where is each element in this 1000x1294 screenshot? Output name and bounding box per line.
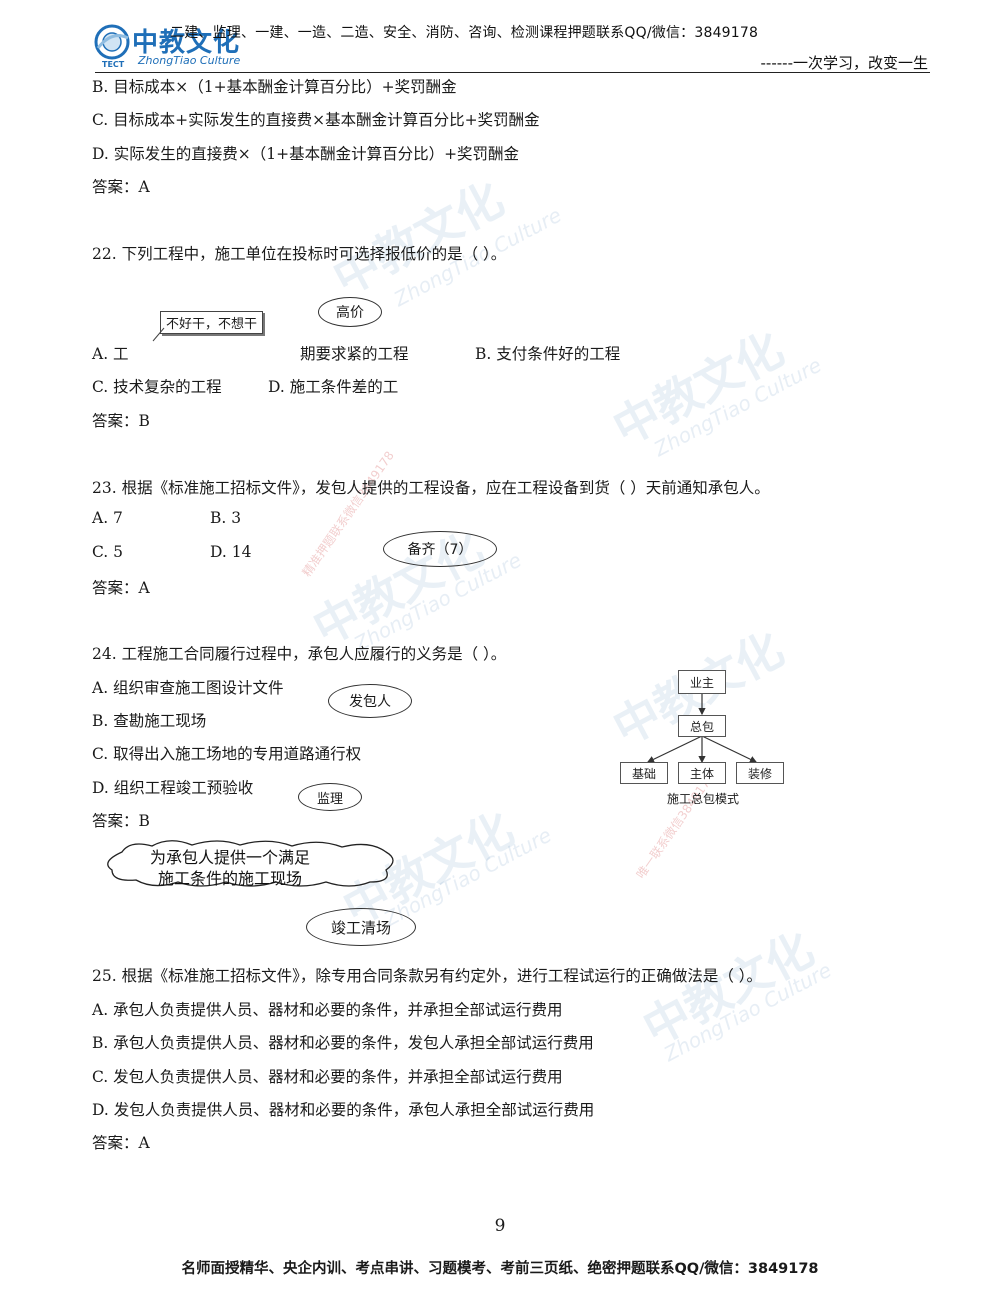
cloud-callout-icon <box>107 840 394 887</box>
header-divider <box>95 72 930 73</box>
watermark-brand: 中教文化 <box>324 171 513 306</box>
q24-option-b: B. 查勘施工现场 <box>92 712 207 730</box>
q25-stem: 25. 根据《标准施工招标文件》，除专用合同条款另有约定外，进行工程试运行的正确… <box>92 967 763 985</box>
q24-note-owner: 发包人 <box>328 684 412 718</box>
page-number: 9 <box>494 1216 506 1236</box>
watermark-brand: 中教文化 <box>604 321 793 456</box>
company-logo: 中教文化 ZhongTiao Culture TECT <box>92 18 242 74</box>
watermark-sub: ZhongTiao Culture <box>650 352 826 462</box>
q25-option-b: B. 承包人负责提供人员、器材和必要的条件，发包人承担全部试运行费用 <box>92 1034 594 1052</box>
note-pointer-icon <box>152 327 165 342</box>
q22-option-a-start: A. 工 <box>92 345 129 363</box>
diagram-general-contractor: 总包 <box>678 715 726 737</box>
q23-option-a: A. 7 <box>92 509 123 527</box>
q23-stem: 23. 根据《标准施工招标文件》，发包人提供的工程设备，应在工程设备到货（ ）天… <box>92 479 770 497</box>
footer-contact-line: 名师面授精华、央企内训、考点串讲、习题模考、考前三页纸、绝密押题联系QQ/微信：… <box>181 1261 819 1277</box>
q23-option-c: C. 5 <box>92 543 124 561</box>
watermark-red-contact: 精准押题联系微信3849178 <box>299 448 397 580</box>
q25-option-d: D. 发包人负责提供人员、器材和必要的条件，承包人承担全部试运行费用 <box>92 1101 595 1119</box>
contracting-model-diagram: 业主 总包 基础 主体 装修 施工总包模式 <box>618 668 788 808</box>
q24-answer: 答案：B <box>92 812 150 830</box>
q21-answer: 答案：A <box>92 178 150 196</box>
q25-answer: 答案：A <box>92 1134 150 1152</box>
diagram-sub-structure: 主体 <box>678 762 726 784</box>
q22-option-a-end: 期要求紧的工程 <box>300 345 409 363</box>
q24-option-a: A. 组织审查施工图设计文件 <box>92 679 284 697</box>
q21-option-c: C. 目标成本+实际发生的直接费×基本酬金计算百分比+奖罚酬金 <box>92 111 540 129</box>
q23-option-d: D. 14 <box>210 543 252 561</box>
q22-answer: 答案：B <box>92 412 150 430</box>
header-contact-line: 二建、监理、一建、一造、二造、安全、消防、咨询、检测课程押题联系QQ/微信：38… <box>170 25 759 41</box>
q21-option-d: D. 实际发生的直接费×（1+基本酬金计算百分比）+奖罚酬金 <box>92 145 520 163</box>
diagram-arrows <box>646 688 758 764</box>
q24-cloud-line-1: 为承包人提供一个满足 <box>150 848 311 867</box>
q23-option-b: B. 3 <box>210 509 242 527</box>
q24-stem: 24. 工程施工合同履行过程中，承包人应履行的义务是（ ）。 <box>92 645 507 663</box>
q22-option-b: B. 支付条件好的工程 <box>475 345 621 363</box>
q24-option-c: C. 取得出入施工场地的专用道路通行权 <box>92 745 362 763</box>
diagram-sub-finishing: 装修 <box>736 762 784 784</box>
q25-option-a: A. 承包人负责提供人员、器材和必要的条件，并承担全部试运行费用 <box>92 1001 563 1019</box>
logo-text: 中教文化 <box>132 28 241 58</box>
q22-stem: 22. 下列工程中，施工单位在投标时可选择报低价的是（ ）。 <box>92 245 507 263</box>
q23-answer: 答案：A <box>92 579 150 597</box>
q25-option-c: C. 发包人负责提供人员、器材和必要的条件，并承担全部试运行费用 <box>92 1068 563 1086</box>
diagram-owner: 业主 <box>678 670 726 694</box>
q24-cloud-line-2: 施工条件的施工现场 <box>158 869 303 888</box>
q21-option-b: B. 目标成本×（1+基本酬金计算百分比）+奖罚酬金 <box>92 78 457 96</box>
logo-subtitle: ZhongTiao Culture <box>138 54 241 67</box>
q22-note-box: 不好干，不想干 <box>160 311 264 334</box>
q22-option-d: D. 施工条件差的工 <box>268 378 399 396</box>
watermark-sub: ZhongTiao Culture <box>380 822 556 932</box>
header-slogan: ------一次学习，改变一生 <box>760 54 928 72</box>
q22-note-ellipse: 高价 <box>318 297 382 327</box>
q22-option-c: C. 技术复杂的工程 <box>92 378 222 396</box>
q23-note-ellipse: 备齐（7） <box>383 531 497 567</box>
diagram-sub-foundation: 基础 <box>620 762 668 784</box>
q24-note-supervisor: 监理 <box>298 783 362 811</box>
logo-tag: TECT <box>102 60 125 69</box>
q24-option-d: D. 组织工程竣工预验收 <box>92 779 254 797</box>
q24-note-clear: 竣工清场 <box>306 908 416 946</box>
diagram-caption: 施工总包模式 <box>666 792 739 806</box>
